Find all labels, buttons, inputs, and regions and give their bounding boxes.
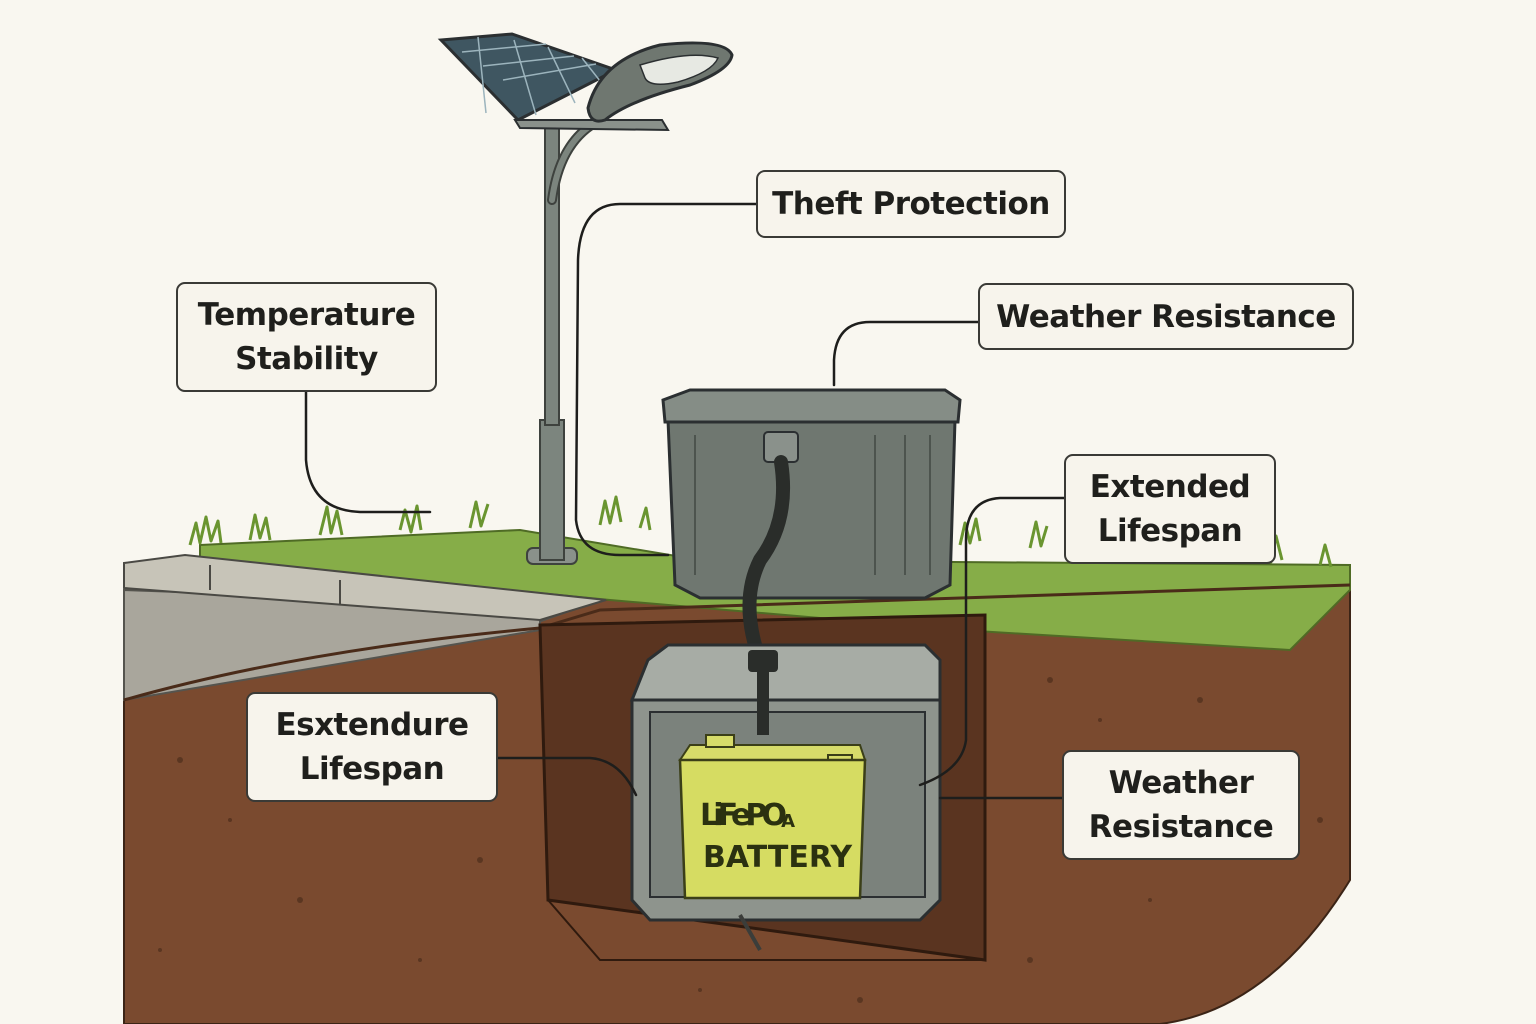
callout-line: Lifespan (1097, 513, 1243, 549)
callout-line: Lifespan (299, 751, 445, 787)
led-array (639, 54, 720, 85)
solar-street-light (437, 32, 734, 565)
callout-weather-resistance-bottom: Weather Resistance (1062, 750, 1300, 860)
pole-lower (539, 419, 565, 561)
callout-temperature-stability: Temperature Stability (176, 282, 437, 392)
above-ground-enclosure (661, 388, 962, 600)
battery-label-line1: LiFePOA (700, 798, 795, 833)
leader-weather-resistance-top (832, 320, 980, 387)
callout-line: Extended (1089, 469, 1251, 505)
leader-theft-protection (574, 202, 758, 557)
callout-extended-lifespan: Extended Lifespan (1064, 454, 1276, 564)
callout-line: Resistance (1088, 809, 1274, 845)
callout-line: Temperature (197, 297, 416, 333)
battery-label-line2: BATTERY (703, 840, 853, 875)
callout-line: Stability (235, 341, 378, 377)
leader-lines (304, 202, 1066, 800)
lifepo4-battery: LiFePOA BATTERY (678, 734, 867, 900)
callout-line: Esxtendure (275, 707, 469, 743)
callout-line: Weather Resistance (996, 298, 1336, 335)
leader-temperature-stability (304, 390, 432, 514)
panel-frame (513, 119, 670, 132)
callout-line: Weather (1108, 765, 1254, 801)
callout-theft-protection: Theft Protection (756, 170, 1066, 238)
callout-line: Theft Protection (772, 186, 1050, 222)
curb (123, 553, 607, 622)
callout-weather-resistance-top: Weather Resistance (978, 283, 1354, 350)
power-cable (742, 455, 791, 662)
leader-extended-lifespan (918, 496, 1066, 787)
callout-esxtendure-lifespan: Esxtendure Lifespan (246, 692, 498, 802)
leader-esxtendure-lifespan (495, 756, 638, 797)
battery-cable-gland (748, 650, 778, 672)
